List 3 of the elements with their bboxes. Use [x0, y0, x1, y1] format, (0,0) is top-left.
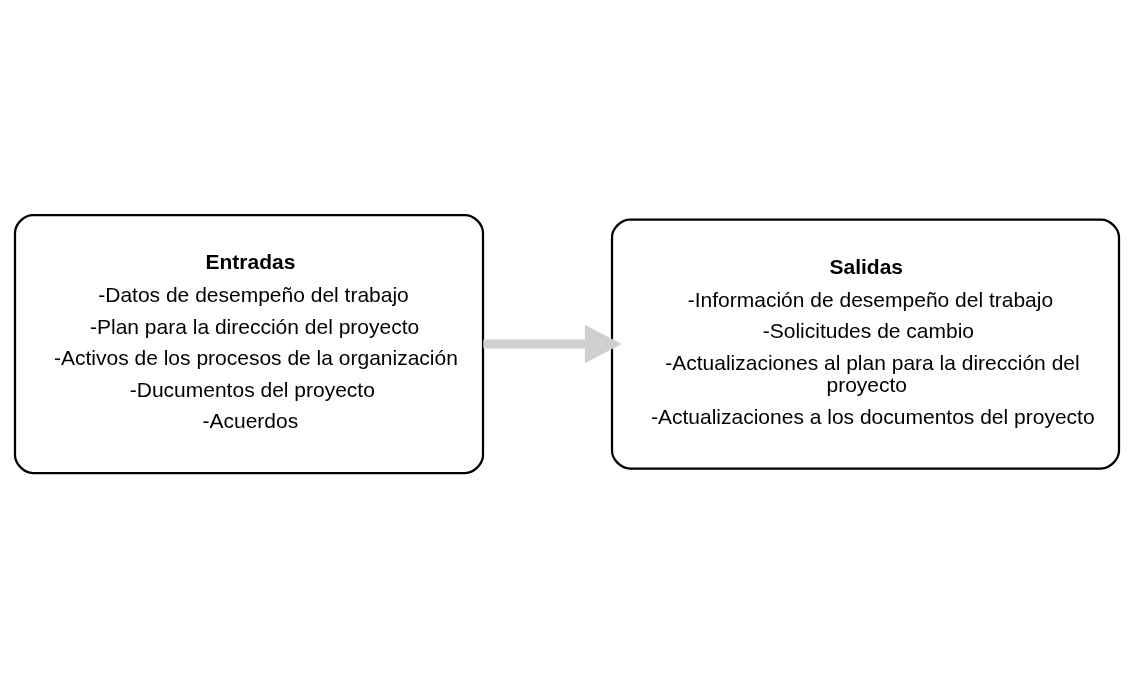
arrow — [483, 324, 622, 364]
node-box: Salidas -Información de desempeño del trabajo -Solicitudes de cambio -Actualizaciones al plan para la dirección del proyecto -Actualizaciones a los documentos del proyecto — [610, 218, 1121, 470]
node-box: Entradas -Datos de desempeño del trabajo -Plan para la dirección del proyecto -Activos de los procesos de la organización -Ducumentos del proyecto -Acuerdos — [13, 213, 485, 475]
